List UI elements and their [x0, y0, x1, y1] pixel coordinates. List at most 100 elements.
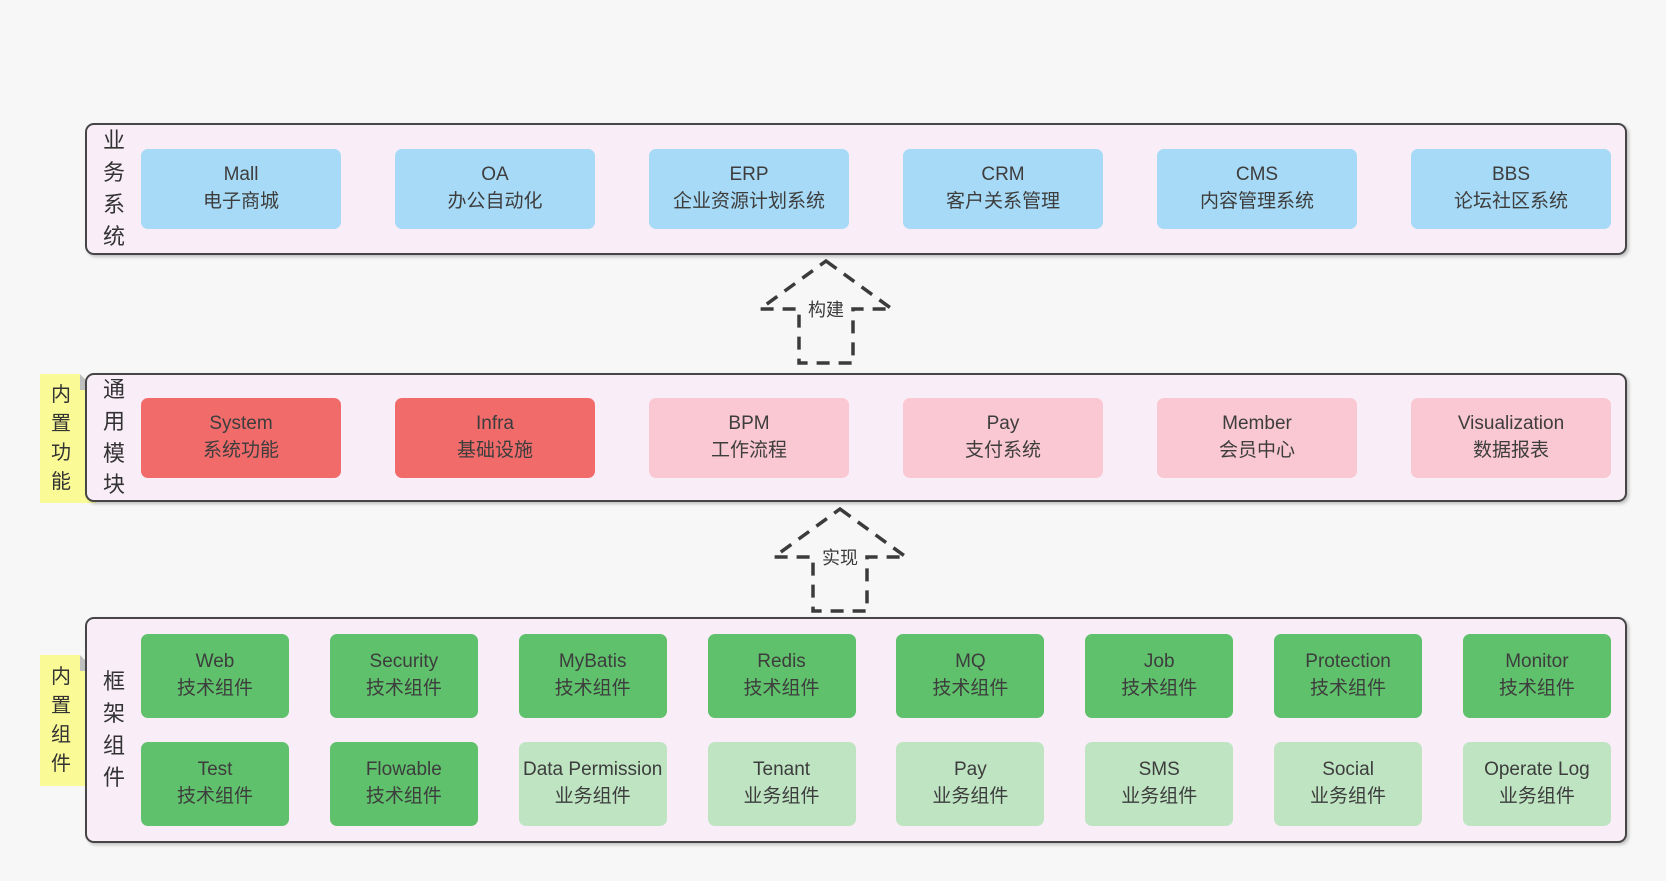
box-data-permission: Data Permission 业务组件	[518, 742, 667, 826]
box-subtitle: 支付系统	[964, 439, 1041, 461]
box-security: Security 技术组件	[329, 634, 478, 718]
box-title: Test	[197, 759, 233, 781]
box-infra: Infra 基础设施	[395, 397, 595, 478]
box-visualization: Visualization 数据报表	[1411, 397, 1611, 478]
box-title: ERP	[729, 164, 769, 186]
box-subtitle: 业务组件	[1310, 786, 1387, 807]
box-title: Security	[369, 651, 439, 673]
box-title: Redis	[757, 651, 806, 673]
box-pay: Pay 支付系统	[903, 397, 1103, 478]
box-title: Monitor	[1505, 651, 1569, 673]
box-subtitle: 内容管理系统	[1199, 191, 1314, 212]
box-tenant: Tenant 业务组件	[707, 742, 856, 826]
band-row: Test 技术组件 Flowable 技术组件 Data Permission …	[141, 742, 1611, 826]
sticky-note-label: 内置组件	[51, 665, 71, 775]
box-subtitle: 基础设施	[456, 439, 533, 461]
box-subtitle: 技术组件	[176, 786, 253, 807]
box-subtitle: 技术组件	[1310, 678, 1387, 699]
band-label-text: 框架组件	[102, 669, 125, 790]
box-system: System 系统功能	[141, 397, 341, 478]
box-subtitle: 客户关系管理	[945, 191, 1060, 212]
box-cms: CMS 内容管理系统	[1157, 149, 1357, 229]
arrow-label-build: 构建	[804, 295, 848, 323]
band-framework-components: 框架组件 Web 技术组件 Security 技术组件 MyBatis 技术组件…	[85, 617, 1627, 843]
box-subtitle: 技术组件	[176, 678, 253, 699]
box-subtitle: 业务组件	[743, 786, 820, 807]
band-label-text: 业务系统	[102, 128, 125, 249]
box-web: Web 技术组件	[141, 634, 289, 718]
box-title: Operate Log	[1484, 759, 1590, 781]
box-title: Member	[1222, 412, 1292, 434]
band-row: System 系统功能 Infra 基础设施 BPM 工作流程 Pay 支付系统…	[141, 397, 1611, 478]
band-row: Web 技术组件 Security 技术组件 MyBatis 技术组件 Redi…	[141, 634, 1611, 718]
band-business-systems: 业务系统 Mall 电子商城 OA 办公自动化 ERP 企业资源计划系统 CRM…	[85, 123, 1627, 255]
box-title: MQ	[955, 651, 986, 673]
box-protection: Protection 技术组件	[1274, 634, 1423, 718]
box-social: Social 业务组件	[1274, 742, 1423, 826]
box-subtitle: 办公自动化	[447, 191, 543, 212]
box-title: Data Permission	[522, 759, 663, 781]
box-mq: MQ 技术组件	[896, 634, 1045, 718]
box-title: Pay	[986, 412, 1020, 434]
box-redis: Redis 技术组件	[707, 634, 856, 718]
box-sms: SMS 业务组件	[1085, 742, 1234, 826]
box-subtitle: 技术组件	[743, 678, 820, 699]
box-monitor: Monitor 技术组件	[1462, 634, 1611, 718]
band-content: System 系统功能 Infra 基础设施 BPM 工作流程 Pay 支付系统…	[141, 375, 1625, 500]
box-oa: OA 办公自动化	[395, 149, 595, 229]
box-subtitle: 技术组件	[365, 786, 442, 807]
band-content: Web 技术组件 Security 技术组件 MyBatis 技术组件 Redi…	[141, 619, 1625, 841]
box-title: Job	[1143, 651, 1175, 673]
box-mall: Mall 电子商城	[141, 149, 341, 229]
box-title: Visualization	[1457, 412, 1565, 434]
box-title: Pay	[954, 759, 987, 781]
box-subtitle: 技术组件	[1121, 678, 1198, 699]
box-title: Infra	[475, 412, 515, 434]
box-title: Tenant	[753, 759, 811, 781]
box-job: Job 技术组件	[1085, 634, 1234, 718]
box-subtitle: 技术组件	[365, 678, 442, 699]
box-subtitle: 数据报表	[1472, 439, 1549, 461]
box-title: MyBatis	[558, 651, 627, 673]
box-subtitle: 业务组件	[932, 786, 1009, 807]
box-subtitle: 技术组件	[554, 678, 631, 699]
sticky-note-label: 内置功能	[51, 383, 71, 493]
band-label-framework-components: 框架组件	[87, 619, 141, 841]
band-label-text: 通用模块	[102, 376, 125, 498]
arrow-label-implement: 实现	[818, 543, 862, 571]
band-label-business-systems: 业务系统	[87, 125, 141, 253]
band-common-modules: 通用模块 System 系统功能 Infra 基础设施 BPM 工作流程 Pay…	[85, 373, 1627, 502]
band-row: Mall 电子商城 OA 办公自动化 ERP 企业资源计划系统 CRM 客户关系…	[141, 149, 1611, 229]
box-subtitle: 技术组件	[932, 678, 1009, 699]
dashed-up-arrow-icon	[770, 506, 910, 613]
box-pay-biz: Pay 业务组件	[896, 742, 1045, 826]
box-title: Mall	[223, 164, 259, 186]
box-subtitle: 业务组件	[1498, 786, 1575, 807]
box-title: OA	[481, 164, 509, 186]
box-test: Test 技术组件	[141, 742, 289, 826]
box-subtitle: 技术组件	[1498, 678, 1575, 699]
box-title: CRM	[981, 164, 1025, 186]
band-label-common-modules: 通用模块	[87, 375, 141, 500]
box-mybatis: MyBatis 技术组件	[518, 634, 667, 718]
arrow-up-implement: 实现	[770, 505, 910, 615]
box-subtitle: 论坛社区系统	[1453, 191, 1568, 212]
box-flowable: Flowable 技术组件	[329, 742, 478, 826]
dashed-up-arrow-icon	[756, 258, 896, 365]
box-subtitle: 业务组件	[554, 786, 631, 807]
box-operate-log: Operate Log 业务组件	[1462, 742, 1611, 826]
box-bbs: BBS 论坛社区系统	[1411, 149, 1611, 229]
box-crm: CRM 客户关系管理	[903, 149, 1103, 229]
box-title: CMS	[1235, 164, 1279, 186]
box-title: Web	[195, 651, 235, 673]
box-title: Social	[1322, 759, 1374, 781]
box-subtitle: 会员中心	[1218, 439, 1295, 461]
arrow-up-build: 构建	[756, 257, 896, 367]
box-title: System	[209, 412, 273, 434]
box-title: Protection	[1305, 651, 1391, 673]
box-erp: ERP 企业资源计划系统	[649, 149, 849, 229]
box-member: Member 会员中心	[1157, 397, 1357, 478]
box-title: BBS	[1491, 164, 1531, 186]
box-bpm: BPM 工作流程	[649, 397, 849, 478]
box-title: Flowable	[365, 759, 442, 781]
